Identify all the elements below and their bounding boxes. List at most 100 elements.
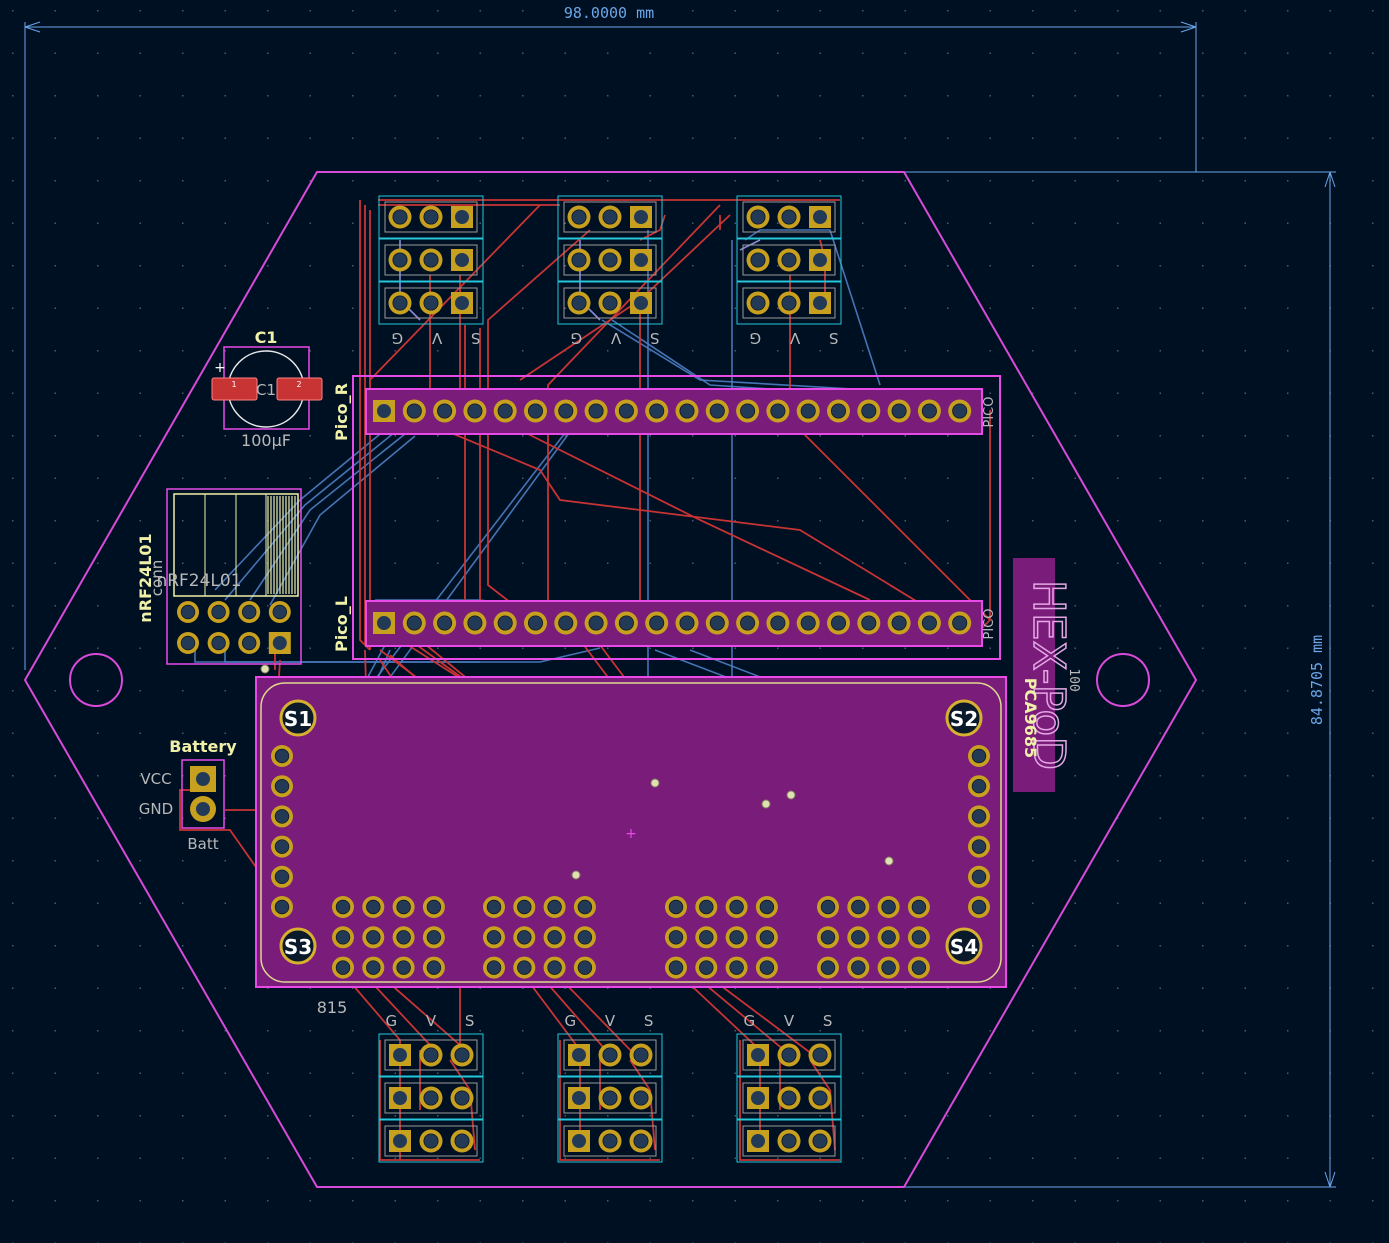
grid-dot (947, 477, 949, 479)
battery-pad-gnd-hole (196, 802, 210, 816)
grid-dot (12, 435, 14, 437)
grid-dot (862, 562, 864, 564)
grid-dot (1329, 10, 1331, 12)
front-copper-trace[interactable] (419, 419, 981, 641)
servo-header-top-2-pin-hole (571, 252, 587, 268)
pca9685-mount-s3[interactable] (279, 927, 317, 965)
grid-dot (734, 520, 736, 522)
battery-connector[interactable]: Battery VCC GND Batt (139, 737, 238, 853)
grid-dot (777, 307, 779, 309)
pico-r-pads[interactable] (373, 399, 972, 423)
grid-dot (1117, 902, 1119, 904)
grid-dot (522, 95, 524, 97)
pca9685-mount-s2[interactable] (945, 699, 983, 737)
c1-pad-2[interactable] (276, 377, 323, 401)
grid-dot (1287, 265, 1289, 267)
front-copper-trace[interactable] (699, 979, 791, 1056)
via[interactable] (260, 664, 270, 674)
grid-dot (522, 520, 524, 522)
grid-dot (692, 1115, 694, 1117)
board-outline-hexagon[interactable] (23, 171, 1198, 1188)
grid-dot (989, 222, 991, 224)
pca9685-module[interactable]: S1 S2 S3 S4 815 + (255, 676, 1007, 1017)
mounting-hole-right[interactable] (1096, 653, 1150, 707)
grid-dot (437, 1030, 439, 1032)
grid-dot (1287, 690, 1289, 692)
grid-dot (182, 392, 184, 394)
front-copper-trace[interactable] (519, 429, 871, 601)
via[interactable] (884, 856, 894, 866)
pico-l-pads[interactable] (373, 611, 972, 635)
grid-dot (1287, 95, 1289, 97)
grid-dot (1117, 775, 1119, 777)
pca9685-servo-pin-hole (517, 960, 532, 975)
grid-dot (1202, 477, 1204, 479)
front-copper-trace[interactable] (519, 299, 641, 381)
back-copper-trace[interactable] (249, 433, 406, 601)
via[interactable] (650, 778, 660, 788)
grid-dot (1117, 945, 1119, 947)
battery-gnd-label: GND (139, 800, 173, 818)
grid-dot (309, 647, 311, 649)
front-copper-trace[interactable] (719, 984, 821, 1061)
grid-dot (1159, 690, 1161, 692)
vias[interactable] (260, 664, 894, 880)
grid-dot (1372, 1157, 1374, 1159)
grid-dot (649, 10, 651, 12)
grid-dot (394, 10, 396, 12)
grid-dot (12, 137, 14, 139)
front-copper-trace[interactable] (539, 974, 611, 1056)
grid-dot (904, 1157, 906, 1159)
pca9685-pads[interactable] (271, 745, 990, 979)
servo-header-top-3-row-fab (742, 287, 836, 319)
c1-capacitor[interactable]: 1 2 C1 C1 100µF + (211, 328, 323, 450)
grid-dot (437, 137, 439, 139)
back-copper-trace[interactable] (744, 229, 881, 386)
pca9685-servo-pin-hole (517, 899, 532, 915)
mounting-hole-left[interactable] (69, 653, 123, 707)
dimension-width[interactable]: 98.0000 mm (24, 4, 1197, 670)
grid-dot (734, 95, 736, 97)
pico-r-pin-hole (649, 403, 665, 419)
board-logo[interactable]: HEX-PoD PCA9685 100 (1013, 558, 1081, 792)
grid-dot (352, 95, 354, 97)
grid-dot (734, 1200, 736, 1202)
nrf24l01-pads[interactable] (177, 601, 291, 654)
c1-pad-1[interactable] (211, 377, 258, 401)
grid-dot (734, 1115, 736, 1117)
dimension-height[interactable]: 84.8705 mm (905, 171, 1336, 1188)
front-copper-trace[interactable] (799, 429, 991, 621)
back-copper-trace[interactable] (269, 435, 416, 606)
grid-dot (139, 1072, 141, 1074)
servo-header-top-1-pin-hole (423, 295, 439, 311)
pca9685-mount-s1[interactable] (279, 699, 317, 737)
servo-header-top-2-pin-1-hole (634, 296, 648, 310)
grid-dot (1202, 137, 1204, 139)
grid-dot (904, 1200, 906, 1202)
front-copper-trace[interactable] (559, 1040, 660, 1161)
via[interactable] (786, 790, 796, 800)
pico-l-pin-1-hole (377, 616, 391, 630)
grid-dot (1159, 1115, 1161, 1117)
via[interactable] (571, 870, 581, 880)
pca9685-mount-s4[interactable] (945, 927, 983, 965)
module-815-label: 815 (317, 998, 348, 1017)
front-copper-trace[interactable] (547, 204, 721, 600)
front-copper-trace[interactable] (379, 1040, 480, 1161)
grid-dot (1329, 95, 1331, 97)
back-copper-trace[interactable] (214, 429, 386, 591)
grid-dot (777, 520, 779, 522)
servo-headers[interactable] (378, 195, 842, 1163)
grid-dot (1244, 902, 1246, 904)
grid-dot (224, 945, 226, 947)
front-copper-trace[interactable] (739, 1040, 840, 1161)
servo-header-top-2-row-courtyard (557, 195, 663, 239)
nrf24l01-connector[interactable]: nRF24L01 conn nRF24L01 (136, 488, 302, 665)
via[interactable] (761, 799, 771, 809)
pico-footprint[interactable]: Pico_R Pico_L PICO PICO (332, 375, 1001, 660)
front-copper-trace[interactable] (559, 977, 641, 1061)
front-copper-trace[interactable] (639, 214, 666, 241)
front-copper-trace[interactable] (487, 229, 591, 611)
grid-dot (904, 1115, 906, 1117)
